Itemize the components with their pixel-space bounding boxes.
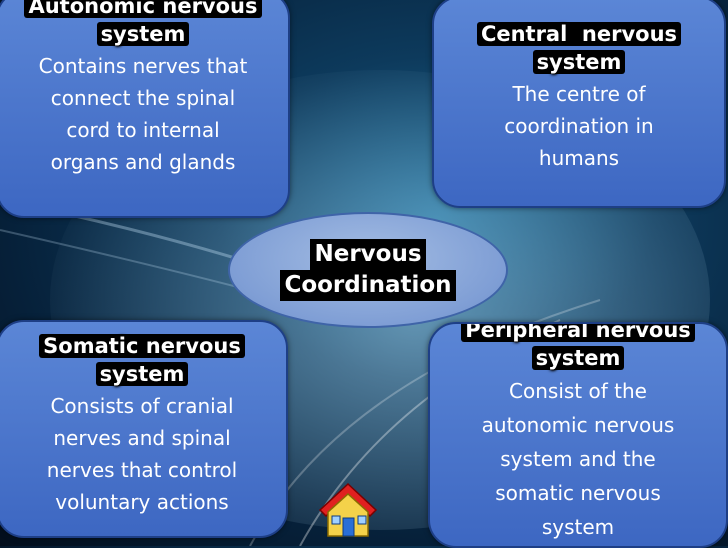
peripheral-box: Peripheral nervous system Consist of the… — [428, 322, 728, 548]
autonomic-box: Autonomic nervous system Contains nerves… — [0, 0, 290, 218]
somatic-desc-line: Consists of cranial — [50, 394, 234, 418]
peripheral-desc-line: autonomic nervous — [481, 413, 675, 437]
central-desc-line: humans — [538, 146, 620, 170]
autonomic-desc-line: Contains nerves that — [38, 54, 248, 78]
central-desc-line: coordination in — [504, 114, 654, 138]
somatic-description: Consists of cranial nerves and spinal ne… — [0, 390, 286, 518]
somatic-desc-line: nerves that control — [46, 458, 238, 482]
somatic-box: Somatic nervous system Consists of crani… — [0, 320, 288, 538]
peripheral-desc-line: Consist of the — [509, 379, 647, 403]
autonomic-title-line-2: system — [96, 22, 190, 46]
autonomic-desc-line: connect the spinal — [50, 86, 236, 110]
autonomic-desc-line: organs and glands — [50, 150, 236, 174]
somatic-title: Somatic nervous system — [39, 332, 245, 388]
peripheral-desc-line: system and the — [500, 447, 656, 471]
central-title-line-2: system — [532, 50, 626, 74]
central-desc-line: The centre of — [512, 82, 646, 106]
somatic-title-line-1: Somatic nervous — [39, 334, 245, 358]
somatic-title-line-2: system — [95, 362, 189, 386]
somatic-desc-line: voluntary actions — [55, 490, 229, 514]
peripheral-title: Peripheral nervous system — [461, 324, 695, 372]
autonomic-description: Contains nerves that connect the spinal … — [0, 50, 288, 178]
home-icon[interactable] — [312, 470, 384, 542]
central-title: Central nervous system — [476, 20, 682, 76]
central-title-line-1: Central nervous — [476, 22, 682, 46]
autonomic-desc-line: cord to internal — [66, 118, 220, 142]
somatic-desc-line: nerves and spinal — [53, 426, 231, 450]
peripheral-title-line-2: system — [531, 346, 625, 370]
central-description: The centre of coordination in humans — [434, 78, 724, 174]
center-title-line-1: Nervous — [310, 239, 426, 270]
autonomic-title-line-1: Autonomic nervous — [24, 0, 262, 18]
central-box: Central nervous system The centre of coo… — [432, 0, 726, 208]
peripheral-title-line-1: Peripheral nervous — [461, 324, 695, 342]
peripheral-desc-line: somatic nervous — [495, 481, 661, 505]
center-title: Nervous Coordination — [280, 239, 456, 301]
center-ellipse: Nervous Coordination — [228, 212, 508, 328]
autonomic-title: Autonomic nervous system — [24, 0, 262, 48]
peripheral-desc-line: system — [541, 515, 615, 539]
center-title-line-2: Coordination — [280, 270, 456, 301]
peripheral-description: Consist of the autonomic nervous system … — [430, 374, 726, 544]
